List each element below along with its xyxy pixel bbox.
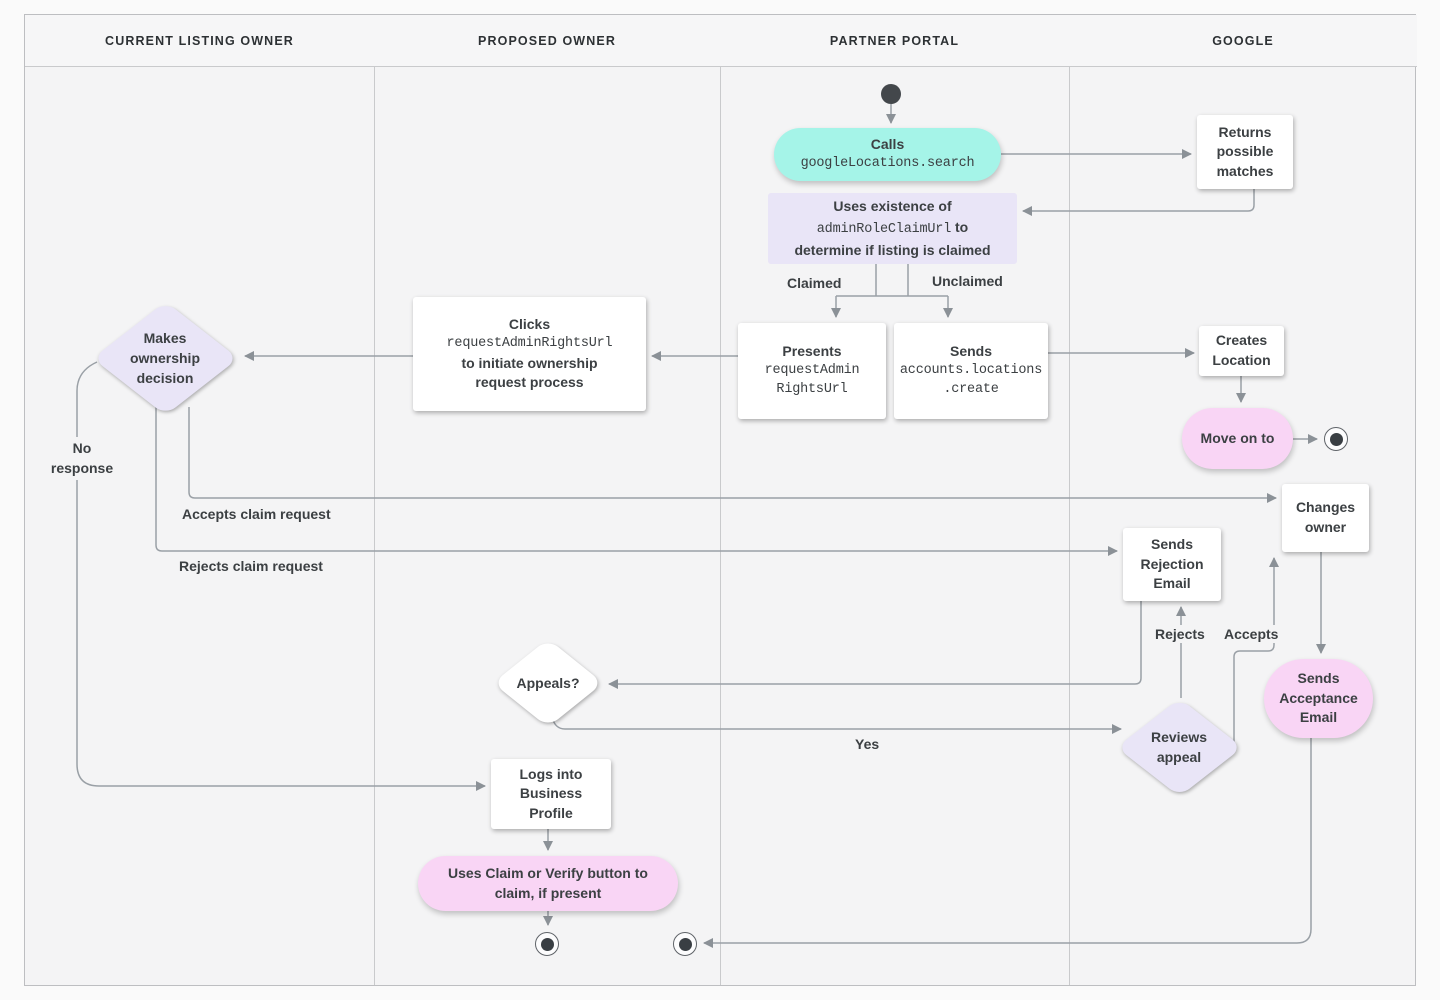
node-code: adminRoleClaimUrl	[816, 221, 952, 237]
edge-label-claimed: Claimed	[782, 274, 847, 292]
node-returns-possible-matches: Returns possible matches	[1197, 115, 1293, 189]
node-title: Calls	[870, 136, 905, 153]
lane-header-partner-portal: PARTNER PORTAL	[720, 15, 1069, 67]
end-node-partner-portal	[673, 932, 697, 956]
node-label: Uses Claim or Verify button to claim, if…	[448, 864, 648, 901]
node-label: Changes owner	[1295, 499, 1356, 535]
node-title: Clicks	[508, 316, 551, 333]
edge-label-accepts: Accepts	[1219, 625, 1284, 643]
node-sends-accounts-locations-create: Sends accounts.locations .create	[894, 323, 1048, 419]
node-logs-into-business-profile: Logs into Business Profile	[491, 759, 611, 829]
node-changes-owner: Changes owner	[1282, 484, 1369, 552]
node-label: Sends Acceptance Email	[1279, 670, 1358, 726]
node-presents-requestadminrightsurl: Presents requestAdmin RightsUrl	[738, 323, 886, 419]
edge-label-no-response: No response	[37, 437, 127, 480]
node-move-on-to: Move on to	[1182, 408, 1293, 469]
lane-header-label: PARTNER PORTAL	[829, 33, 960, 48]
node-label: Move on to	[1200, 429, 1275, 446]
lane-proposed-owner	[374, 15, 721, 985]
node-label: Returns possible matches	[1216, 123, 1274, 179]
lane-header-current-listing-owner: CURRENT LISTING OWNER	[25, 15, 374, 67]
node-code: requestAdminRightsUrl	[446, 335, 613, 351]
lane-header-label: GOOGLE	[1212, 33, 1274, 48]
node-text: determine if listing is claimed	[794, 242, 991, 259]
diagram-frame: CURRENT LISTING OWNER PROPOSED OWNER PAR…	[24, 14, 1417, 986]
node-creates-location: Creates Location	[1199, 326, 1284, 376]
edge-label-unclaimed: Unclaimed	[927, 272, 1008, 290]
lane-header-label: CURRENT LISTING OWNER	[105, 33, 294, 48]
end-node-google	[1324, 427, 1348, 451]
node-title: Presents	[782, 343, 842, 360]
node-label: Sends Rejection Email	[1140, 536, 1204, 592]
node-label: Creates Location	[1212, 332, 1271, 368]
lane-header-proposed-owner: PROPOSED OWNER	[374, 15, 720, 67]
node-code: accounts.locations .create	[899, 362, 1043, 397]
end-node-proposed-owner	[535, 932, 559, 956]
node-calls-googlelocations-search: Calls googleLocations.search	[774, 128, 1001, 181]
edge-label-accepts-claim-request: Accepts claim request	[177, 505, 336, 523]
lane-current-listing-owner	[25, 15, 375, 985]
edge-label-yes: Yes	[850, 735, 885, 753]
node-text: Uses existence of	[833, 197, 952, 214]
node-uses-claim-or-verify-button: Uses Claim or Verify button to claim, if…	[418, 856, 678, 911]
node-code: requestAdmin RightsUrl	[764, 362, 860, 397]
decision-makes-ownership-decision: Makes ownership decision	[129, 329, 200, 387]
start-node	[881, 84, 901, 104]
edge-label-rejects-claim-request: Rejects claim request	[174, 557, 328, 575]
edge-label-rejects: Rejects	[1150, 625, 1210, 643]
lane-header-google: GOOGLE	[1069, 15, 1417, 67]
lane-header-label: PROPOSED OWNER	[478, 33, 616, 48]
node-text: to	[951, 218, 969, 235]
decision-appeals: Appeals?	[516, 674, 580, 691]
node-title: Sends	[949, 343, 992, 360]
node-sends-rejection-email: Sends Rejection Email	[1123, 528, 1221, 601]
node-label: Logs into Business Profile	[519, 765, 583, 821]
node-clicks-requestadminrightsurl: Clicks requestAdminRightsUrl to initiate…	[413, 297, 646, 411]
node-sends-acceptance-email: Sends Acceptance Email	[1264, 659, 1373, 738]
node-text: to initiate ownership request process	[461, 354, 598, 391]
node-code: googleLocations.search	[800, 155, 975, 171]
node-uses-existence-adminroleclaimurl: Uses existence of adminRoleClaimUrl to d…	[768, 193, 1017, 264]
decision-reviews-appeal: Reviews appeal	[1150, 728, 1208, 765]
